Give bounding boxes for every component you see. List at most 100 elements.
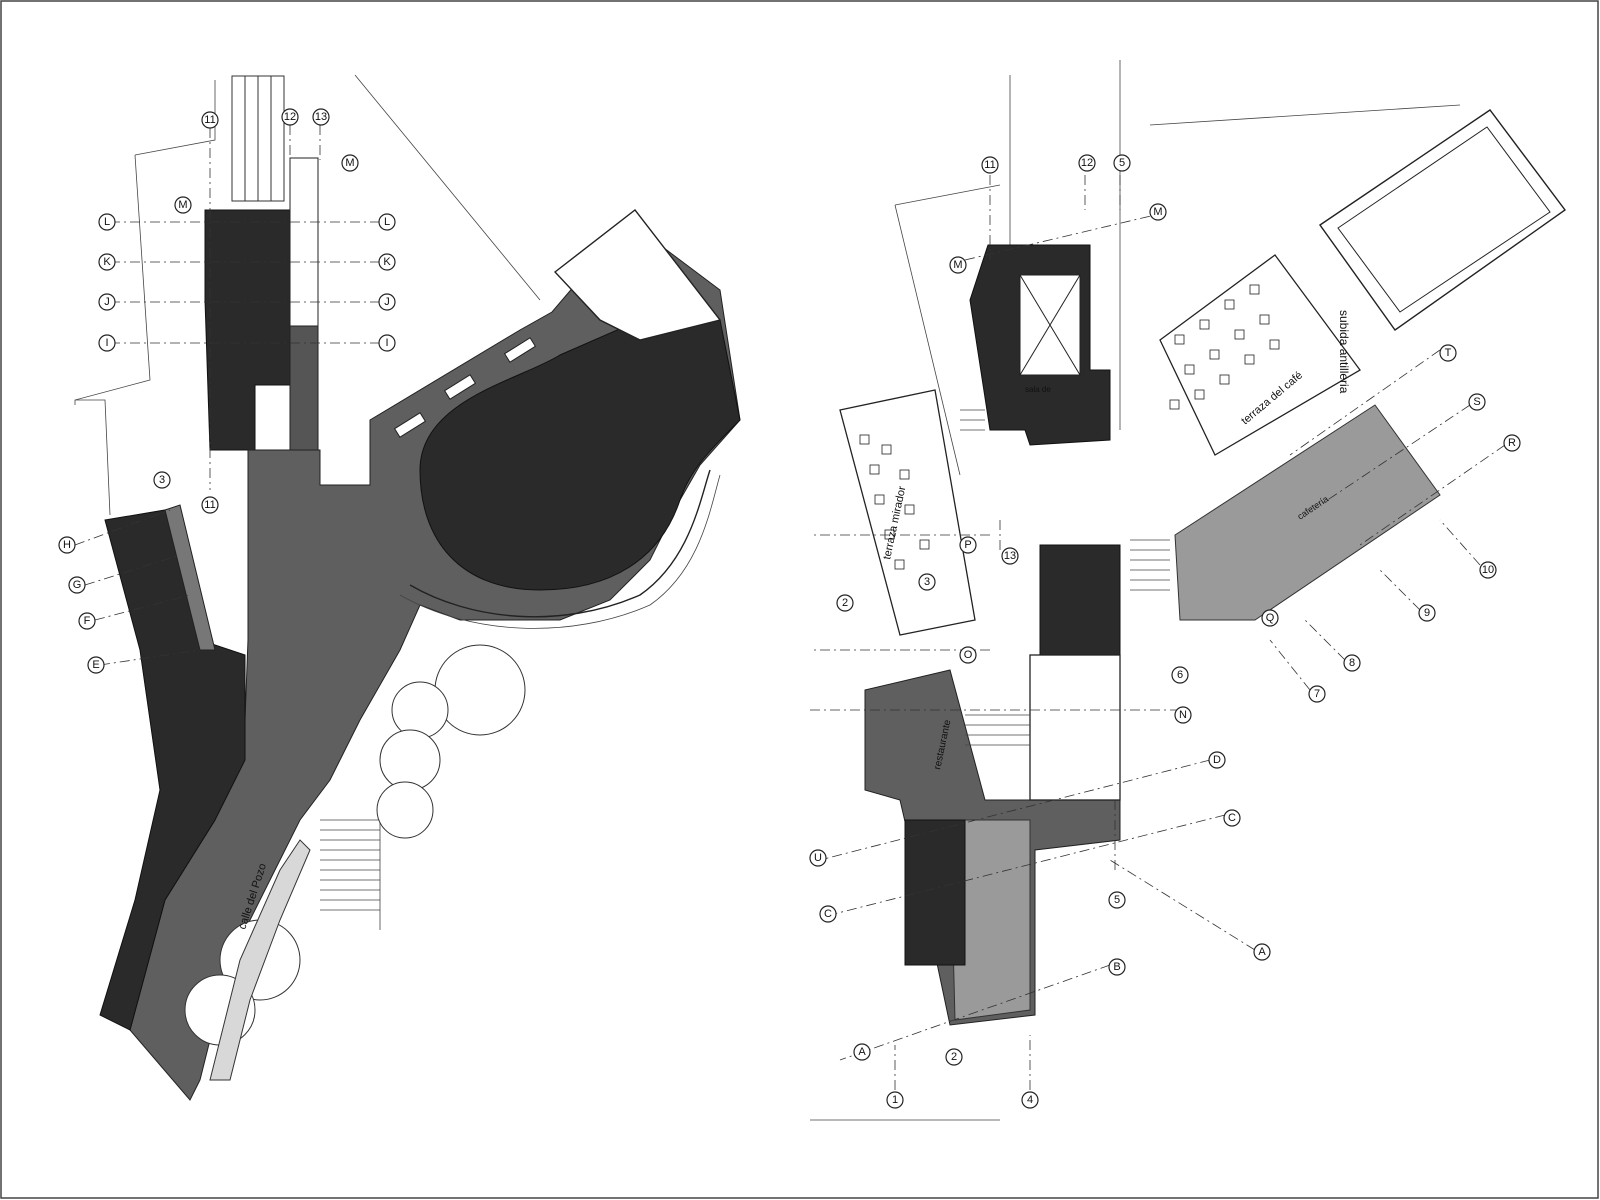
grid-bubble: J [98, 293, 116, 311]
dotted-pavement [1012, 75, 1067, 255]
grid-bubble: 5 [1113, 154, 1131, 172]
grid-bubble: U [809, 849, 827, 867]
benches [393, 337, 537, 438]
grid-bubble: I [98, 334, 116, 352]
grid-bubble: D [1208, 751, 1226, 769]
planter [209, 839, 311, 1081]
right-grid-lines [810, 175, 1506, 1090]
svg-text:12: 12 [284, 111, 296, 123]
svg-text:2: 2 [842, 597, 848, 609]
svg-text:C: C [1228, 812, 1236, 824]
grid-bubble: 13 [312, 108, 330, 126]
svg-text:11: 11 [204, 499, 215, 511]
grid-bubble: S [1468, 393, 1486, 411]
grid-bubble: 3 [918, 573, 936, 591]
grid-bubble: 5 [1108, 891, 1126, 909]
grid-bubble: 7 [1308, 685, 1326, 703]
terraza-del-cafe [1159, 254, 1361, 456]
svg-text:4: 4 [1027, 1094, 1033, 1106]
svg-text:K: K [103, 256, 111, 268]
site-boundary [75, 399, 111, 516]
grid-bubble: M [174, 196, 192, 214]
grid-bubble: N [1174, 706, 1192, 724]
svg-text:T: T [1445, 347, 1452, 359]
svg-text:S: S [1473, 396, 1480, 408]
grid-bubble: P [959, 536, 977, 554]
grid-bubble: 13 [1001, 547, 1019, 565]
svg-text:M: M [953, 259, 962, 271]
svg-text:3: 3 [159, 474, 165, 486]
grid-bubble: 3 [153, 471, 171, 489]
grid-bubble: J [378, 293, 396, 311]
svg-text:E: E [92, 659, 99, 671]
site-boundary [134, 80, 216, 156]
svg-text:12: 12 [1081, 157, 1093, 169]
entry-stair [231, 75, 285, 202]
svg-text:M: M [178, 199, 187, 211]
grid-bubble: A [1253, 943, 1271, 961]
svg-text:13: 13 [315, 111, 327, 123]
svg-text:11: 11 [204, 114, 215, 126]
svg-text:5: 5 [1114, 894, 1120, 906]
svg-text:M: M [1153, 206, 1162, 218]
ramp [289, 157, 319, 327]
stairs [960, 409, 1170, 746]
svg-text:8: 8 [1349, 657, 1355, 669]
grid-bubble: O [959, 646, 977, 664]
lower-stair [320, 800, 381, 930]
svg-text:H: H [63, 539, 71, 551]
svg-text:2: 2 [951, 1051, 957, 1063]
room-label: sala de [1025, 385, 1051, 394]
site-boundary [354, 74, 541, 301]
grid-bubble: 2 [945, 1048, 963, 1066]
svg-text:5: 5 [1119, 157, 1125, 169]
grid-bubble: 10 [1479, 561, 1497, 579]
grid-bubble: K [98, 253, 116, 271]
grid-bubble: 4 [1021, 1091, 1039, 1109]
left-floor-plan: 11 12 13 M L K J I M L K J I 11 3 H G F … [58, 74, 741, 1101]
site-boundary [894, 204, 961, 476]
grid-bubble: 11 [201, 111, 219, 129]
grid-bubble: 11 [201, 496, 219, 514]
svg-text:L: L [384, 216, 390, 228]
grid-bubble: 1 [886, 1091, 904, 1109]
cafeteria-wing [1174, 404, 1441, 621]
grid-bubble: 12 [281, 108, 299, 126]
grid-bubble: M [949, 256, 967, 274]
grid-bubble: K [378, 253, 396, 271]
left-grid-lines [74, 125, 395, 666]
grid-bubble: 11 [981, 156, 999, 174]
svg-text:J: J [104, 296, 110, 308]
grid-bubble: Q [1261, 609, 1279, 627]
grid-bubble: 8 [1343, 654, 1361, 672]
svg-text:10: 10 [1482, 564, 1494, 576]
grid-bubble: M [1149, 203, 1167, 221]
svg-text:B: B [1113, 961, 1120, 973]
site-boundary [1149, 104, 1461, 126]
svg-text:R: R [1508, 437, 1516, 449]
adjacent-building-inner [1337, 126, 1551, 313]
adjacent-building [1319, 109, 1566, 331]
grid-bubble: I [378, 334, 396, 352]
void-cross [1019, 274, 1081, 376]
grid-bubble: L [98, 213, 116, 231]
grid-bubble: C [1223, 809, 1241, 827]
terrace-edge [409, 469, 711, 618]
grid-bubble: E [87, 656, 105, 674]
svg-text:6: 6 [1177, 669, 1183, 681]
svg-text:3: 3 [924, 576, 930, 588]
svg-text:C: C [824, 908, 832, 920]
site-boundary [74, 154, 151, 405]
grid-bubble: T [1439, 344, 1457, 362]
grid-bubble: 9 [1418, 604, 1436, 622]
grid-bubble: R [1503, 434, 1521, 452]
svg-text:U: U [814, 852, 822, 864]
svg-text:O: O [964, 649, 973, 661]
svg-text:7: 7 [1314, 688, 1320, 700]
grid-bubble: 6 [1171, 666, 1189, 684]
grid-bubble: 12 [1078, 154, 1096, 172]
site-boundary [894, 184, 1001, 206]
svg-text:J: J [384, 296, 390, 308]
service-rooms [1029, 654, 1121, 801]
